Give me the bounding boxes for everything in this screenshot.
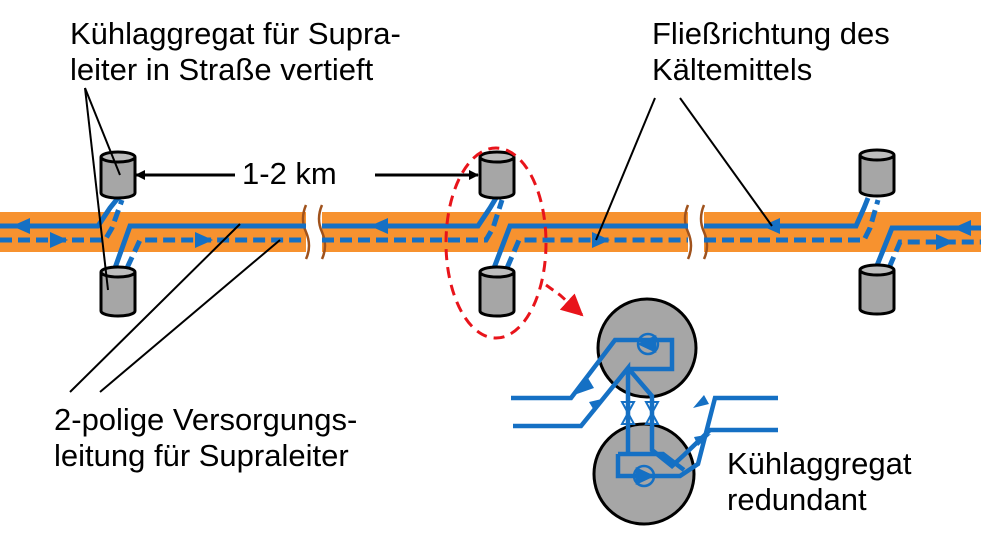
label-redundant: Kühlaggregat redundant bbox=[727, 446, 911, 518]
coolant-return-line bbox=[873, 225, 981, 269]
line-break-marks bbox=[301, 204, 709, 260]
coolant-return-line bbox=[112, 223, 306, 269]
coolant-supply-line bbox=[504, 237, 688, 269]
coolant-supply-line bbox=[0, 199, 125, 243]
detail-line bbox=[615, 395, 778, 479]
flow-arrow-left bbox=[12, 218, 30, 234]
leader-line bbox=[84, 87, 109, 291]
leader-line bbox=[84, 87, 121, 176]
leader-line bbox=[595, 97, 656, 241]
break-mark bbox=[683, 204, 693, 260]
flow-arrows bbox=[12, 218, 971, 250]
flow-arrow bbox=[574, 378, 594, 395]
leader-lines bbox=[69, 87, 773, 393]
label-line: leiter in Straße vertieft bbox=[70, 52, 374, 87]
detail-line bbox=[626, 366, 778, 469]
break-mark bbox=[317, 204, 327, 260]
cable-band-segment bbox=[704, 212, 981, 252]
label-line: Kühlaggregat für Supra- bbox=[70, 16, 401, 51]
label-line: Fließrichtung des bbox=[652, 16, 890, 51]
cable-band bbox=[0, 212, 981, 252]
flow-arrow-right bbox=[936, 234, 954, 250]
coolant-return-line bbox=[0, 196, 120, 229]
flow-arrow-right bbox=[50, 232, 68, 248]
cooling-unit bbox=[858, 148, 896, 198]
highlight-arrow bbox=[545, 283, 584, 317]
pump-icon bbox=[632, 464, 656, 488]
detail-line bbox=[513, 361, 631, 452]
flow-arrow-left bbox=[953, 220, 971, 236]
flow-arrow bbox=[693, 395, 709, 408]
label-cooling-unit: Kühlaggregat für Supra- leiter in Straße… bbox=[70, 16, 401, 88]
coolant-supply-line bbox=[704, 199, 881, 243]
cooling-unit bbox=[478, 150, 516, 200]
label-flow-direction: Fließrichtung des Kältemittels bbox=[652, 16, 890, 88]
leader-line bbox=[679, 97, 773, 227]
cooling-units bbox=[99, 148, 896, 318]
detail-line bbox=[511, 337, 675, 401]
coolant-return-line bbox=[491, 223, 688, 269]
label-line: Kältemittels bbox=[652, 52, 813, 87]
valve-icon bbox=[644, 401, 660, 425]
flow-arrow-right bbox=[592, 232, 610, 248]
break-mark bbox=[699, 204, 709, 260]
cable-band-segment bbox=[0, 212, 306, 252]
label-distance: 1-2 km bbox=[242, 156, 337, 191]
cooling-unit bbox=[858, 263, 896, 316]
label-line: redundant bbox=[727, 482, 867, 517]
coolant-supply-line bbox=[124, 237, 306, 270]
flow-arrow bbox=[589, 398, 606, 412]
detail-highlight bbox=[444, 146, 584, 340]
cooling-unit bbox=[99, 265, 137, 318]
label-supply-line: 2-polige Versorgungs- leitung für Supral… bbox=[54, 402, 357, 474]
coolant-supply-line bbox=[322, 199, 505, 243]
label-line: 2-polige Versorgungs- bbox=[54, 402, 358, 437]
flow-arrow bbox=[694, 434, 711, 446]
leader-line bbox=[99, 239, 281, 393]
valve-icon bbox=[620, 401, 636, 425]
detail-line bbox=[618, 451, 686, 472]
pump-icon bbox=[636, 332, 660, 356]
flow-arrow-right bbox=[195, 232, 213, 248]
cooling-unit bbox=[99, 150, 137, 200]
flow-arrow-left bbox=[370, 218, 388, 234]
leader-line bbox=[69, 223, 241, 393]
label-line: Kühlaggregat bbox=[727, 446, 912, 481]
coolant-return-line bbox=[322, 196, 499, 229]
label-line: leitung für Supraleiter bbox=[54, 438, 349, 473]
highlight-ellipse bbox=[444, 146, 548, 340]
redundant-detail bbox=[511, 297, 778, 526]
break-mark bbox=[301, 204, 311, 260]
cooling-unit bbox=[478, 265, 516, 318]
